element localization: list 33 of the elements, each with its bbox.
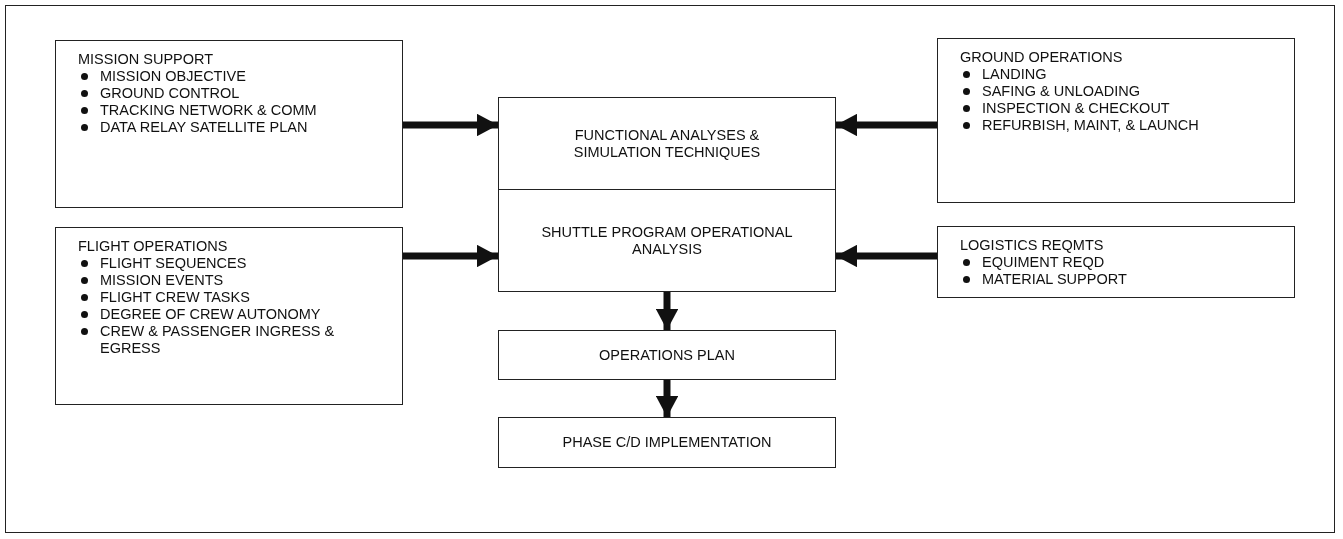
- arrow: [836, 244, 937, 268]
- box-heading: LOGISTICS REQMTS: [960, 237, 1105, 254]
- arrow: [403, 244, 498, 268]
- process-box: SHUTTLE PROGRAM OPERATIONAL ANALYSIS: [498, 189, 836, 292]
- process-box: OPERATIONS PLAN: [498, 330, 836, 380]
- arrow: [655, 292, 679, 330]
- list-item: CREW & PASSENGER INGRESS & EGRESS: [100, 323, 336, 357]
- list-box: [55, 227, 403, 405]
- list-item: TRACKING NETWORK & COMM: [100, 102, 317, 119]
- list-box: [55, 40, 403, 208]
- list-item: EQUIMENT REQD: [982, 254, 1105, 271]
- list-box: [937, 38, 1295, 203]
- arrow: [403, 113, 498, 137]
- list-item: FLIGHT SEQUENCES: [100, 255, 247, 272]
- process-box: PHASE C/D IMPLEMENTATION: [498, 417, 836, 468]
- list-item: DATA RELAY SATELLITE PLAN: [100, 119, 308, 136]
- list-item: GROUND CONTROL: [100, 85, 240, 102]
- list-item: MISSION EVENTS: [100, 272, 224, 289]
- box-heading: MISSION SUPPORT: [78, 51, 215, 68]
- arrow: [836, 113, 937, 137]
- process-box: FUNCTIONAL ANALYSES & SIMULATION TECHNIQUES: [498, 97, 836, 191]
- list-item: FLIGHT CREW TASKS: [100, 289, 250, 306]
- list-item: INSPECTION & CHECKOUT: [982, 100, 1170, 117]
- list-box: [937, 226, 1295, 298]
- arrow: [655, 380, 679, 417]
- box-heading: FLIGHT OPERATIONS: [78, 238, 229, 255]
- list-item: REFURBISH, MAINT, & LAUNCH: [982, 117, 1199, 134]
- box-heading: GROUND OPERATIONS: [960, 49, 1124, 66]
- list-item: MATERIAL SUPPORT: [982, 271, 1127, 288]
- list-item: DEGREE OF CREW AUTONOMY: [100, 306, 321, 323]
- list-item: LANDING: [982, 66, 1047, 83]
- list-item: MISSION OBJECTIVE: [100, 68, 246, 85]
- list-item: SAFING & UNLOADING: [982, 83, 1140, 100]
